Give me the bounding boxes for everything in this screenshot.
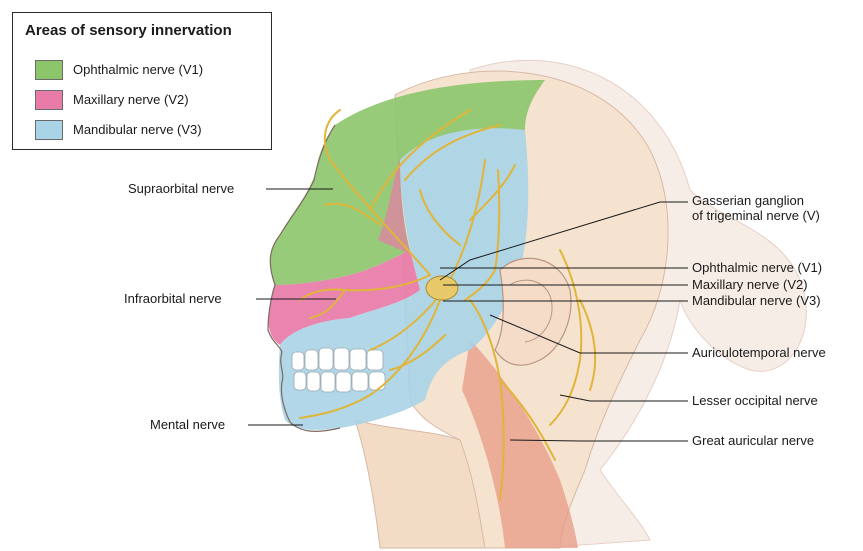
- legend-label-maxillary: Maxillary nerve (V2): [73, 92, 189, 107]
- label-great-auricular-nerve: Great auricular nerve: [692, 433, 814, 449]
- legend: Areas of sensory innervation Ophthalmic …: [12, 12, 272, 150]
- legend-swatch-ophthalmic: [35, 60, 63, 80]
- legend-label-mandibular: Mandibular nerve (V3): [73, 122, 202, 137]
- label-ophthalmic-nerve: Ophthalmic nerve (V1): [692, 260, 822, 276]
- legend-swatch-mandibular: [35, 120, 63, 140]
- label-gasserian-ganglion-line2: of trigeminal nerve (V): [692, 208, 820, 224]
- label-lesser-occipital-nerve: Lesser occipital nerve: [692, 393, 818, 409]
- label-maxillary-nerve: Maxillary nerve (V2): [692, 277, 808, 293]
- label-auriculotemporal-nerve: Auriculotemporal nerve: [692, 345, 826, 361]
- label-mental-nerve: Mental nerve: [150, 417, 225, 433]
- label-supraorbital-nerve: Supraorbital nerve: [128, 181, 234, 197]
- gasserian-ganglion: [426, 276, 458, 300]
- label-infraorbital-nerve: Infraorbital nerve: [124, 291, 222, 307]
- legend-title: Areas of sensory innervation: [25, 22, 232, 39]
- label-mandibular-nerve: Mandibular nerve (V3): [692, 293, 821, 309]
- legend-label-ophthalmic: Ophthalmic nerve (V1): [73, 62, 203, 77]
- label-gasserian-ganglion-line1: Gasserian ganglion: [692, 193, 804, 209]
- legend-swatch-maxillary: [35, 90, 63, 110]
